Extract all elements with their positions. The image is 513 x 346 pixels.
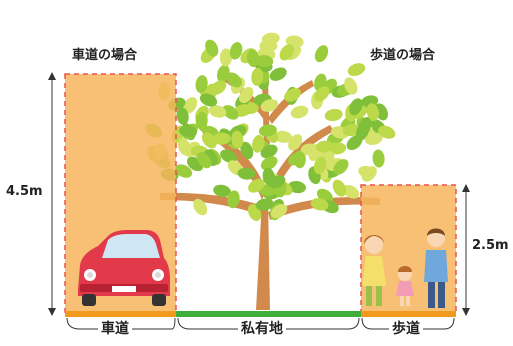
leaf [284,88,301,102]
leaf [372,149,385,168]
leaf [260,144,278,159]
leaf [195,75,208,94]
car-illustration [78,230,170,306]
leaf [313,156,327,175]
leaf [288,181,306,194]
leaf [216,64,230,83]
leaf [239,86,254,104]
leaf [255,55,274,68]
leaf [290,105,309,119]
leaf [262,167,275,186]
leaf [220,149,238,163]
leaf [361,166,377,182]
leaf [208,105,227,118]
leaf [213,184,231,198]
tree-leaves [145,32,396,222]
leaf [205,39,219,57]
leaf [324,108,343,122]
leaf [269,67,287,81]
leaf [316,140,334,153]
leaf [366,103,379,121]
leaf [177,138,191,156]
leaf [274,130,293,143]
leaf [260,99,279,112]
leaf [347,63,366,77]
leaf [378,125,396,139]
leaf [251,67,264,86]
sidewalk-ground [361,311,456,317]
leaf [314,86,330,102]
leaf [212,132,231,145]
leaf [196,152,212,169]
sidewalk-case-title: 歩道の場合 [370,48,436,63]
sidewalk-height-label: 2.5m [472,238,509,253]
leaf [199,93,218,107]
leaf [288,151,305,166]
leaf [229,41,243,60]
road-ground [65,311,176,317]
leaf [314,45,329,63]
road-height-label: 4.5m [6,184,43,199]
leaf [258,124,277,137]
leaf [175,164,193,178]
sidewalk-height-arrow [462,184,470,316]
leaf [201,132,217,149]
leaf [176,107,189,125]
leaf [222,105,239,120]
private-land-label: 私有地 [238,318,286,338]
road-case-title: 車道の場合 [72,48,138,63]
leaf [210,80,227,95]
road-label: 車道 [98,318,132,338]
leaf [333,159,349,175]
leaf [364,132,383,145]
sidewalk-label: 歩道 [389,318,423,338]
leaf [344,77,358,95]
family-illustration [362,228,448,308]
leaf [310,198,329,211]
leaf [248,178,265,193]
leaf [183,97,198,114]
leaf [179,125,198,138]
leaf [252,134,265,153]
leaf [279,44,294,61]
leaf [261,32,280,45]
leaf [270,204,288,219]
leaf [342,184,360,199]
leaf [219,48,232,67]
leaf [234,104,252,117]
leaf [349,98,363,116]
road-height-arrow [48,72,56,316]
leaf [332,179,347,197]
leaf [195,111,208,130]
leaf [237,167,256,180]
leaf [193,198,208,216]
leaf [288,134,303,151]
leaf [240,141,254,160]
leaf [260,156,278,171]
leaf [226,72,242,88]
leaf [356,122,369,141]
leaf [231,130,244,149]
private-land-ground [176,311,361,317]
leaf [227,190,240,209]
leaf [255,198,274,211]
